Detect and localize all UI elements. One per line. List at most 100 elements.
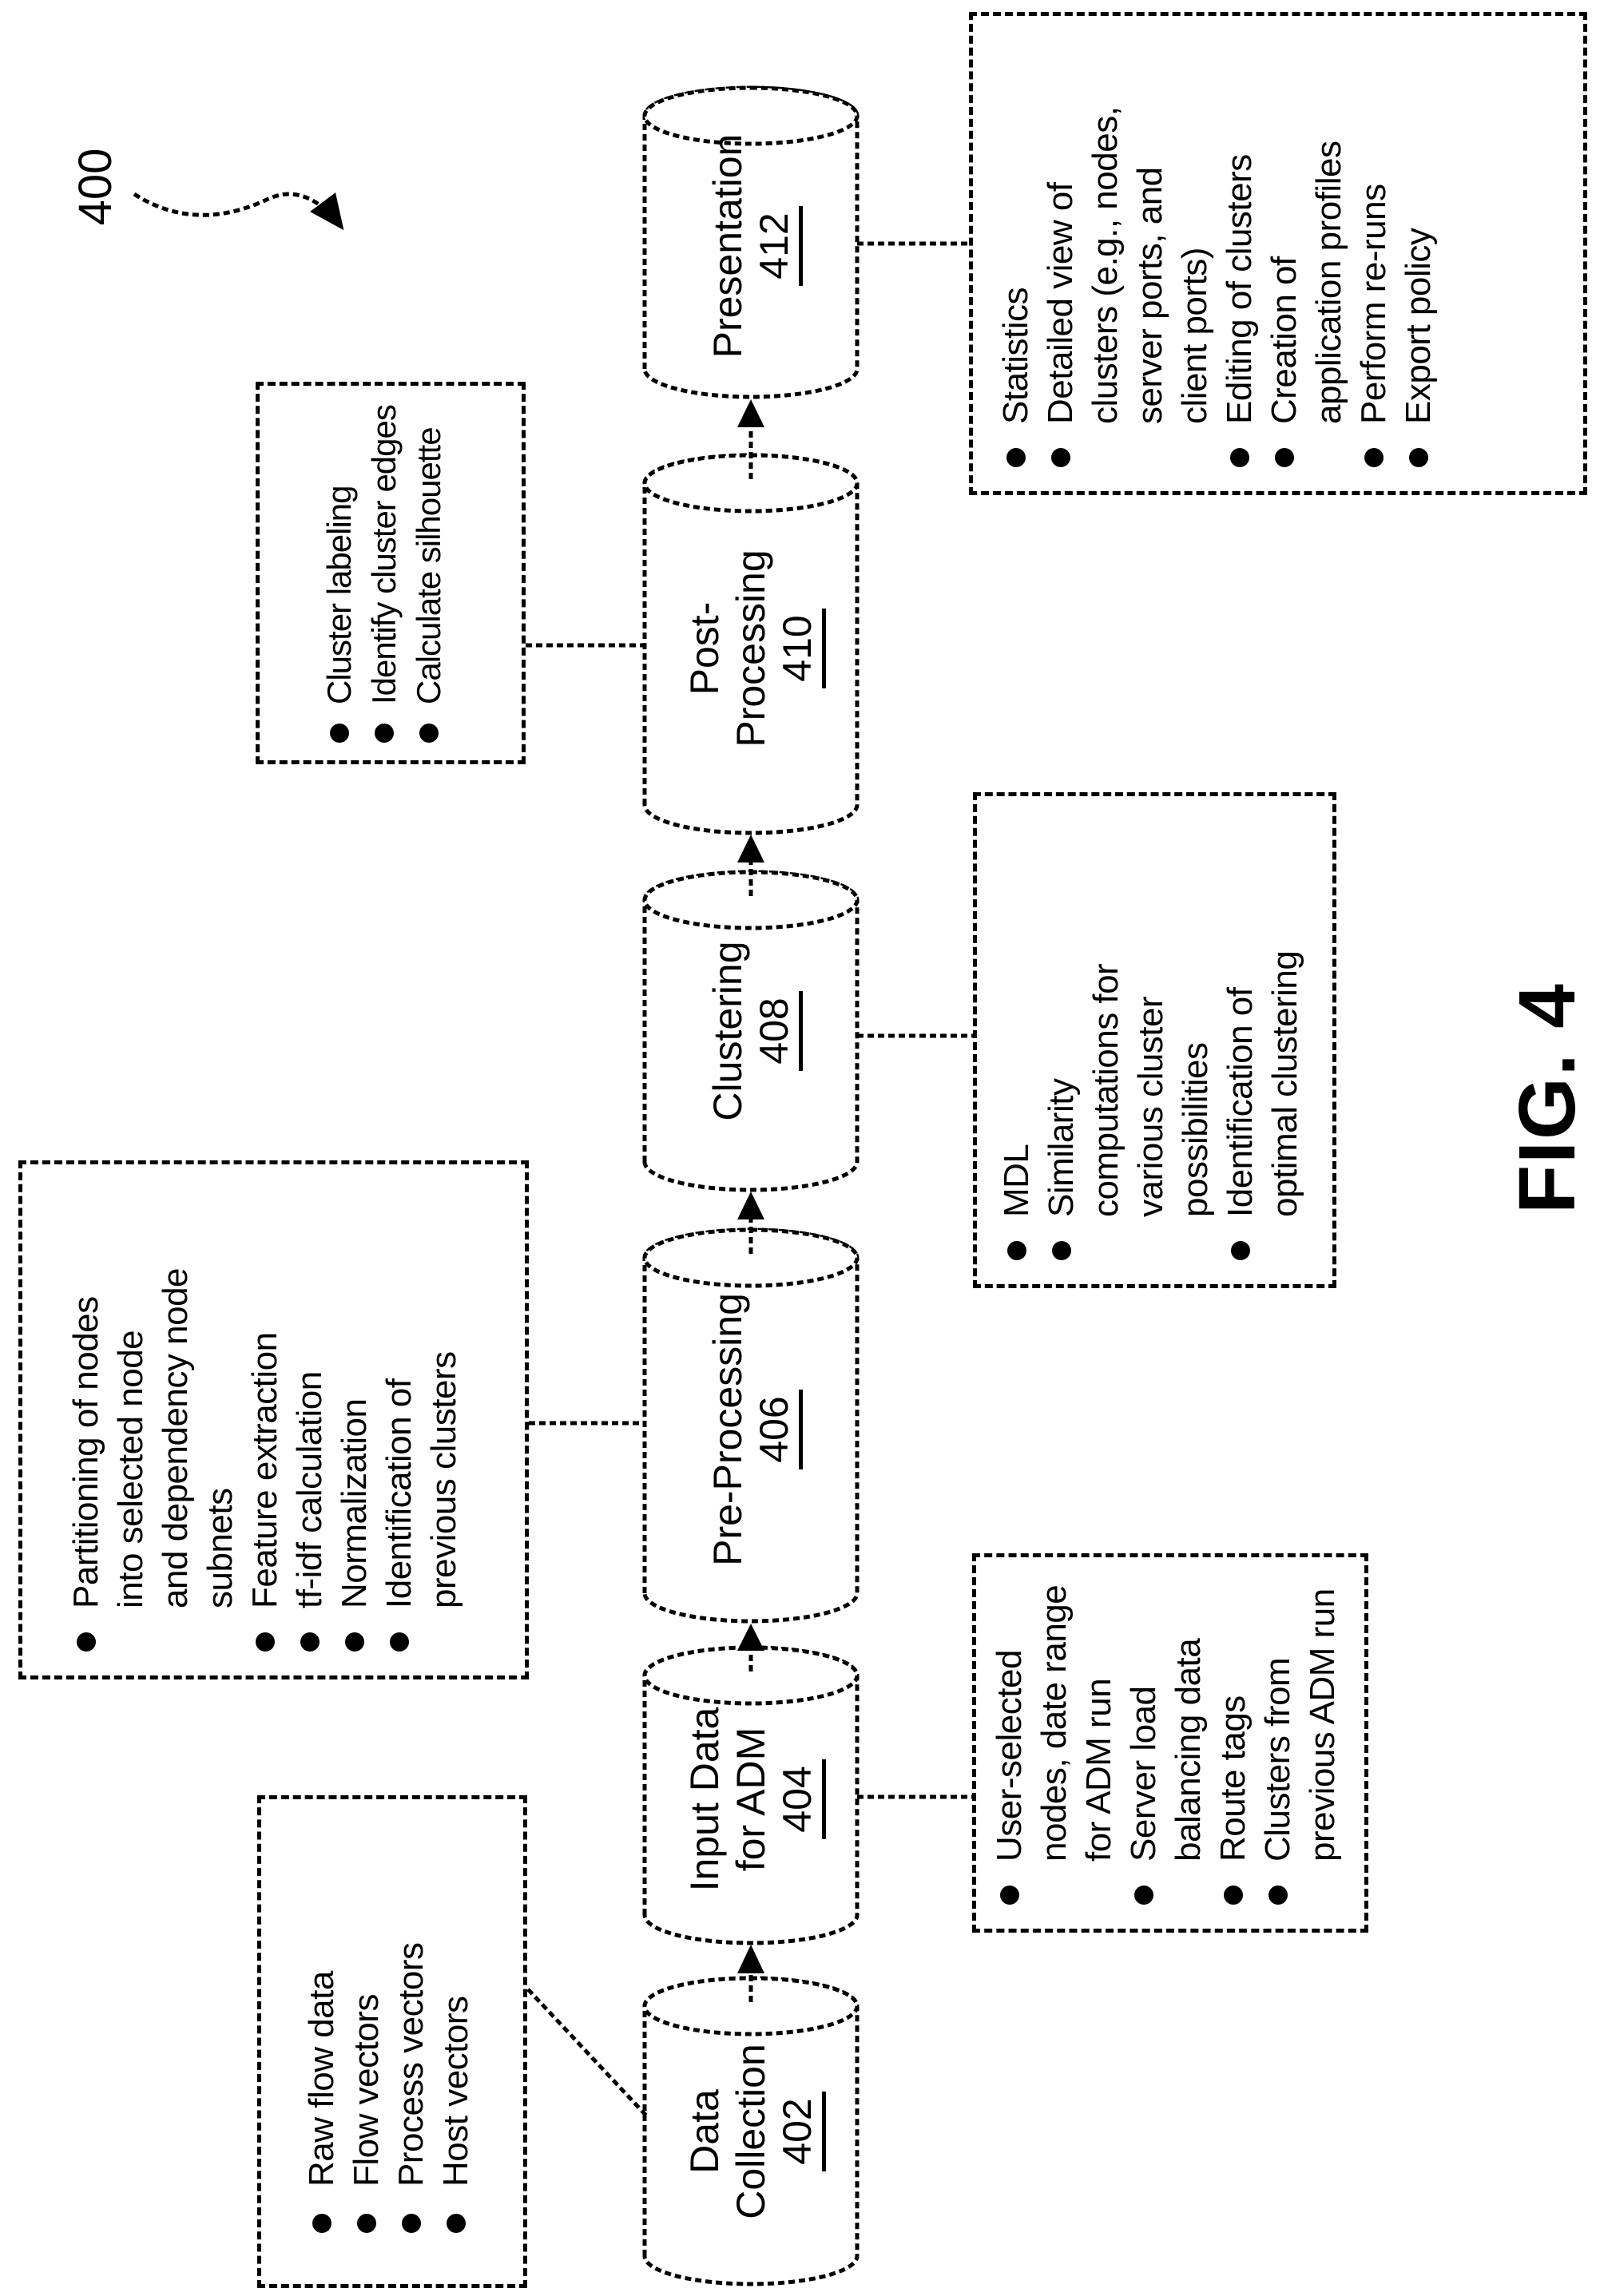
note-text: Clusters from	[1258, 1657, 1297, 1862]
connector-data-collection	[526, 1988, 649, 2118]
note-line: Process vectors	[389, 1799, 434, 2284]
stage-name-line: Collection	[729, 2044, 773, 2219]
bullet-icon	[1000, 1886, 1019, 1905]
bullet-icon	[390, 1632, 409, 1652]
note-text: for ADM run	[1079, 1678, 1118, 1862]
bullet-icon	[1231, 1241, 1250, 1260]
note-text: Raw flow data	[302, 1971, 341, 2187]
bullet-icon	[1268, 1886, 1288, 1905]
note-text: Detailed view of	[1041, 182, 1080, 424]
note-line: and dependency node	[153, 1164, 198, 1675]
note-text: Statistics	[996, 287, 1035, 424]
note-line: User-selected	[987, 1557, 1032, 1929]
cylinder-label-input-data: Input Data for ADM 404	[681, 1648, 826, 1951]
note-line: balancing data	[1166, 1557, 1211, 1929]
figure-caption: FIG. 4	[1503, 982, 1592, 1214]
note-text: into selected node	[111, 1330, 150, 1608]
note-line: tf-idf calculation	[288, 1164, 332, 1675]
note-text: Process vectors	[391, 1942, 431, 2187]
bullet-icon	[419, 724, 439, 743]
note-text: possibilities	[1176, 1042, 1215, 1217]
stage-name-line: Input Data	[682, 1707, 727, 1892]
note-line: clusters (e.g., nodes,	[1083, 16, 1128, 491]
note-line: client ports)	[1173, 16, 1217, 491]
note-line: Cluster labeling	[317, 386, 362, 760]
cylinder-label-clustering: Clustering 408	[705, 879, 803, 1183]
note-line: subnets	[198, 1164, 243, 1675]
note-text: Flow vectors	[347, 1994, 386, 2187]
note-text: server ports, and	[1130, 167, 1169, 424]
bullet-icon	[402, 2214, 421, 2233]
bullet-icon	[256, 1632, 275, 1652]
note-line: into selected node	[109, 1164, 153, 1675]
note-text: Creation of	[1265, 256, 1304, 424]
note-line: various cluster	[1129, 796, 1173, 1284]
note-text: Server load	[1124, 1686, 1163, 1862]
arrowhead-icon	[737, 1624, 764, 1651]
note-text: MDL	[997, 1144, 1036, 1217]
bullet-icon	[1007, 1241, 1026, 1260]
bullet-icon	[1052, 1241, 1071, 1260]
note-line: application profiles	[1307, 16, 1352, 491]
note-text: Similarity	[1042, 1078, 1081, 1217]
note-text: nodes, date range	[1034, 1584, 1074, 1862]
stage-name-line: for ADM	[729, 1727, 773, 1872]
note-text: Feature extraction	[245, 1332, 284, 1608]
arrowhead-icon	[737, 835, 764, 862]
bullet-icon	[345, 1632, 364, 1652]
flow-arrowheads	[737, 399, 764, 1973]
note-text: Host vectors	[436, 1996, 475, 2187]
stage-name-line: Pre-Processing	[705, 1293, 750, 1566]
note-text: application profiles	[1309, 141, 1348, 424]
note-text: Perform re-runs	[1354, 184, 1393, 424]
bullet-icon	[312, 2214, 332, 2233]
note-line: Creation of	[1262, 16, 1307, 491]
note-line: Export policy	[1396, 16, 1441, 491]
notes-box-data-collection: Raw flow data Flow vectors Process vecto…	[257, 1795, 527, 2288]
note-line: Host vectors	[434, 1799, 478, 2284]
bullet-icon	[375, 724, 394, 743]
note-line: server ports, and	[1128, 16, 1173, 491]
note-text: previous clusters	[424, 1351, 463, 1608]
stage-number: 402	[774, 2092, 826, 2171]
note-line: Similarity	[1039, 796, 1084, 1284]
note-line: Identification of	[377, 1164, 422, 1675]
note-text: Normalization	[335, 1398, 374, 1608]
note-text: computations for	[1086, 963, 1126, 1217]
notes-box-pre-processing: Partitioning of nodes into selected node…	[18, 1160, 529, 1679]
note-text: Calculate silhouette	[410, 427, 447, 704]
figure-reference-number: 400	[69, 148, 121, 226]
note-text: Identification of	[379, 1378, 419, 1608]
note-line: Server load	[1122, 1557, 1166, 1929]
cylinder-post-processing	[642, 453, 860, 835]
note-text: and dependency node	[156, 1267, 195, 1608]
cylinder-label-post-processing: Post- Processing 410	[681, 497, 826, 800]
bullet-icon	[1230, 448, 1249, 467]
note-text: previous ADM run	[1303, 1588, 1342, 1862]
note-line: Statistics	[994, 16, 1038, 491]
note-line: nodes, date range	[1032, 1557, 1077, 1929]
note-text: Export policy	[1399, 228, 1438, 424]
note-text: Cluster labeling	[320, 486, 358, 705]
note-line: optimal clustering	[1263, 796, 1308, 1284]
note-text: tf-idf calculation	[290, 1371, 329, 1608]
cylinder-data-collection	[642, 1976, 860, 2286]
bullet-icon	[1051, 448, 1070, 467]
note-line: Partitioning of nodes	[64, 1164, 109, 1675]
bullet-icon	[330, 724, 349, 743]
note-line: MDL	[995, 796, 1039, 1284]
stage-number: 408	[751, 991, 803, 1071]
note-line: Editing of clusters	[1217, 16, 1262, 491]
note-line: Flow vectors	[344, 1799, 389, 2284]
notes-box-presentation: Statistics Detailed view of clusters (e.…	[969, 12, 1587, 495]
stage-number: 410	[774, 609, 826, 688]
note-line: Raw flow data	[300, 1799, 344, 2284]
note-line: Route tags	[1211, 1557, 1256, 1929]
note-line: Clusters from	[1256, 1557, 1300, 1929]
arrowhead-icon	[737, 1192, 764, 1219]
cylinder-presentation	[642, 85, 860, 399]
note-line: Calculate silhouette	[407, 386, 451, 760]
note-line: for ADM run	[1077, 1557, 1122, 1929]
note-line: Detailed view of	[1038, 16, 1083, 491]
note-line: Normalization	[332, 1164, 377, 1675]
